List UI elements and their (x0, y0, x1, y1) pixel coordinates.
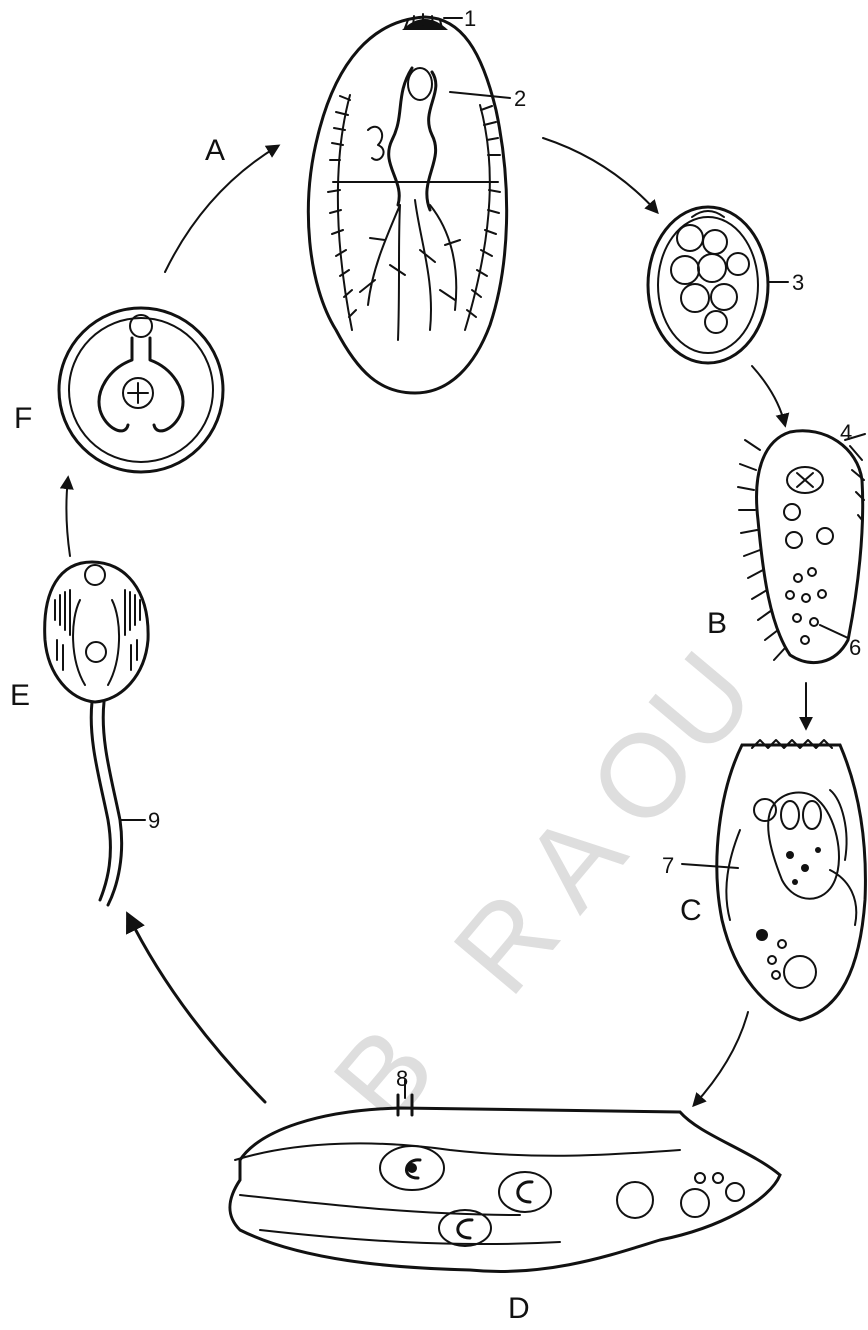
sporocyst-wall (717, 745, 866, 1020)
cyst-wall (59, 308, 223, 472)
label-8: 8 (396, 1066, 408, 1091)
label-4: 4 (840, 420, 852, 445)
arrow-d-to-e (128, 915, 265, 1102)
redia-with-cercariae: 8 (230, 1066, 780, 1272)
miracidium-body (757, 431, 863, 663)
label-3: 3 (792, 270, 804, 295)
arrow-e-to-f (66, 478, 70, 556)
miracidium: 4 6 (738, 420, 865, 663)
stage-label-a: A (205, 134, 225, 167)
cercaria-tail (91, 702, 110, 900)
egg-shell (648, 207, 768, 363)
label-9: 9 (148, 808, 160, 833)
metacercaria (59, 308, 223, 472)
label-2: 2 (514, 86, 526, 111)
egg-cell (677, 225, 703, 251)
arrow-c-to-d (694, 1012, 748, 1105)
arrow-egg-to-b (752, 366, 785, 425)
cercaria: 9 (45, 562, 161, 905)
label-7: 7 (662, 853, 674, 878)
egg: 3 (648, 207, 804, 363)
stage-label-c: C (680, 894, 702, 927)
arrow-a-to-egg (543, 138, 657, 212)
adult-fluke: 1 2 (308, 6, 526, 393)
cercaria-body (45, 562, 148, 702)
juvenile-body (99, 338, 183, 431)
stage-label-b: B (707, 607, 727, 640)
label-6: 6 (849, 635, 861, 660)
stage-label-f: F (14, 402, 32, 435)
stage-label-d: D (508, 1292, 530, 1325)
watermark: B R A O U (309, 628, 780, 1148)
label-1: 1 (464, 6, 476, 31)
stage-label-e: E (10, 679, 30, 712)
